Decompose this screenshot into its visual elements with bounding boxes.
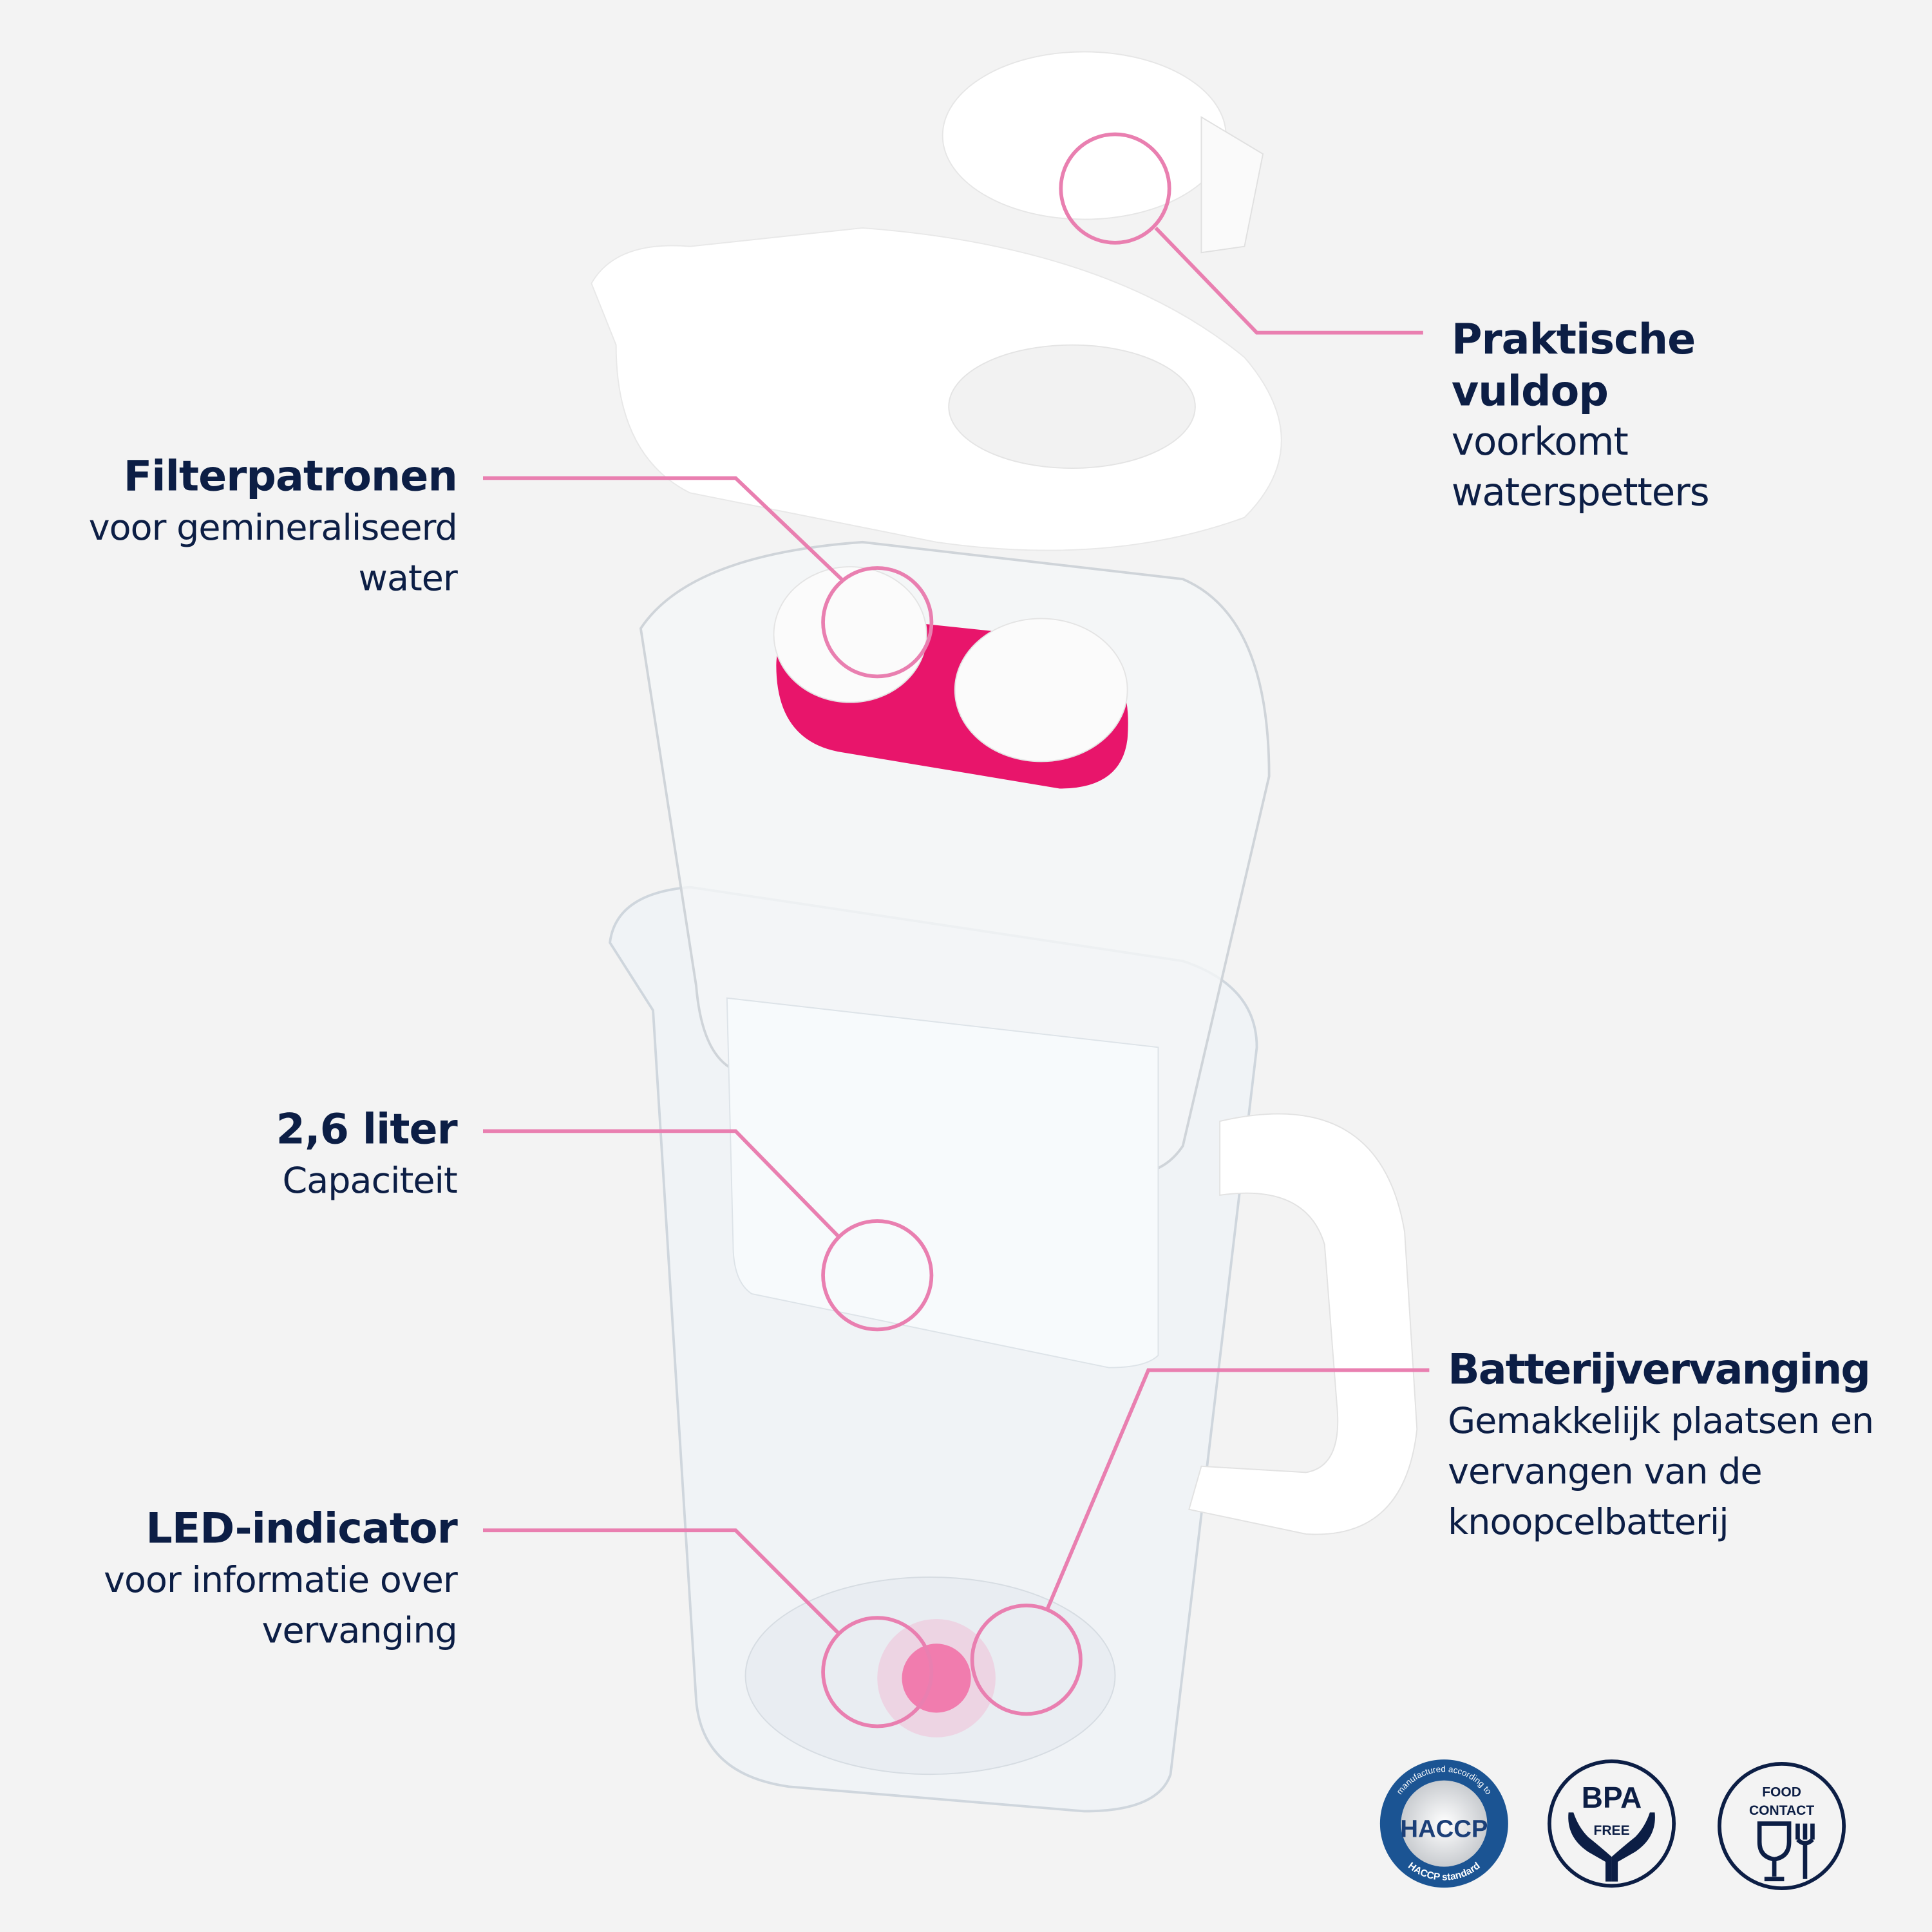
- callout-title: LED-indicator: [146, 1504, 457, 1554]
- callout-lines: [483, 132, 1430, 1728]
- callout-filter: Filterpatronen voor gemineraliseerd wate…: [88, 451, 458, 603]
- callout-text: Capaciteit: [282, 1159, 457, 1202]
- callout-title: Batterijvervanging: [1448, 1345, 1871, 1395]
- bpa-text: BPA: [1582, 1781, 1642, 1814]
- food-contact-badge: FOOD CONTACT: [1718, 1761, 1846, 1890]
- callout-text: voor informatie over: [104, 1558, 458, 1601]
- callout-text: voor gemineraliseerd: [88, 506, 458, 549]
- callout-text: Gemakkelijk plaatsen en: [1448, 1399, 1874, 1442]
- callout-vuldop: Praktische vuldop voorkomt waterspetters: [1451, 314, 1710, 519]
- bpa-free-badge: BPA FREE: [1548, 1759, 1676, 1888]
- callout-led: LED-indicator voor informatie over verva…: [104, 1503, 458, 1656]
- callout-capacity: 2,6 liter Capaciteit: [276, 1104, 458, 1206]
- callout-text: vervangen van de: [1448, 1450, 1763, 1492]
- contact-text: CONTACT: [1749, 1803, 1814, 1818]
- haccp-badge: manufactured according to HACCP standard…: [1379, 1759, 1508, 1888]
- bpa-free-text: FREE: [1594, 1823, 1630, 1838]
- callout-title: 2,6 liter: [276, 1105, 458, 1155]
- callout-title: vuldop: [1451, 367, 1609, 417]
- glass-fork-icon: [1757, 1821, 1815, 1882]
- callout-text: voorkomt: [1451, 420, 1629, 465]
- callout-text: water: [358, 556, 458, 599]
- pitcher-lid: [591, 227, 1282, 551]
- filter-cartridges: [773, 566, 1128, 789]
- hands-icon: [1568, 1812, 1655, 1882]
- callout-text: vervanging: [261, 1609, 458, 1651]
- fill-cap: [942, 51, 1264, 254]
- food-text: FOOD: [1762, 1785, 1801, 1800]
- callout-text: knoopcelbatterij: [1448, 1501, 1729, 1543]
- callout-title: Filterpatronen: [123, 452, 458, 502]
- callout-text: waterspetters: [1451, 470, 1710, 515]
- haccp-main-text: HACCP: [1400, 1815, 1488, 1843]
- callout-battery: Batterijvervanging Gemakkelijk plaatsen …: [1448, 1344, 1874, 1548]
- callout-title: Praktische: [1451, 315, 1696, 365]
